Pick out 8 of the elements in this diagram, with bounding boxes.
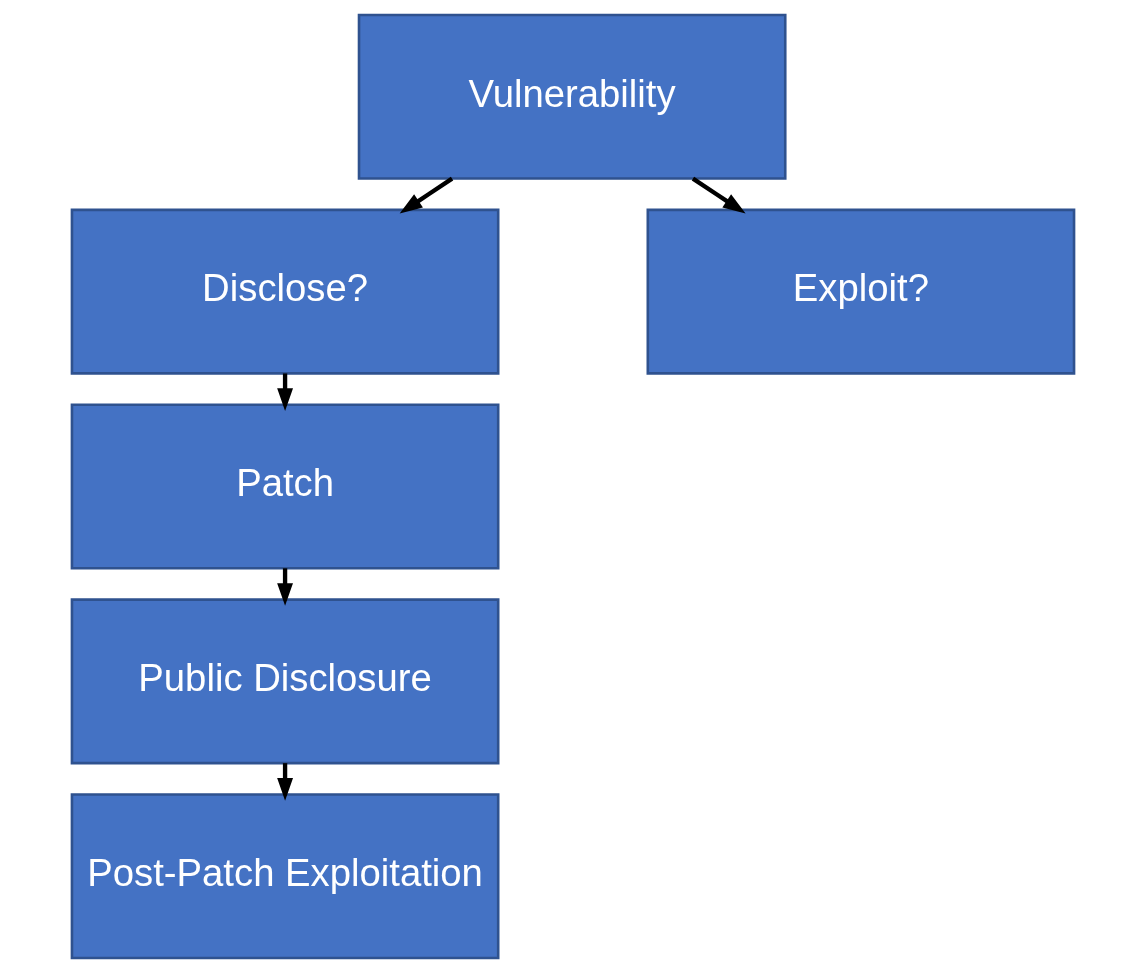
arrow [399, 176, 454, 214]
node-box: Exploit? [646, 208, 1076, 375]
node-box: Public Disclosure [70, 598, 500, 765]
node-box: Post-Patch Exploitation [70, 793, 500, 960]
node-box: Vulnerability [357, 13, 787, 180]
node-box: Patch [70, 403, 500, 570]
node-box: Disclose? [70, 208, 500, 375]
arrow [691, 176, 746, 214]
